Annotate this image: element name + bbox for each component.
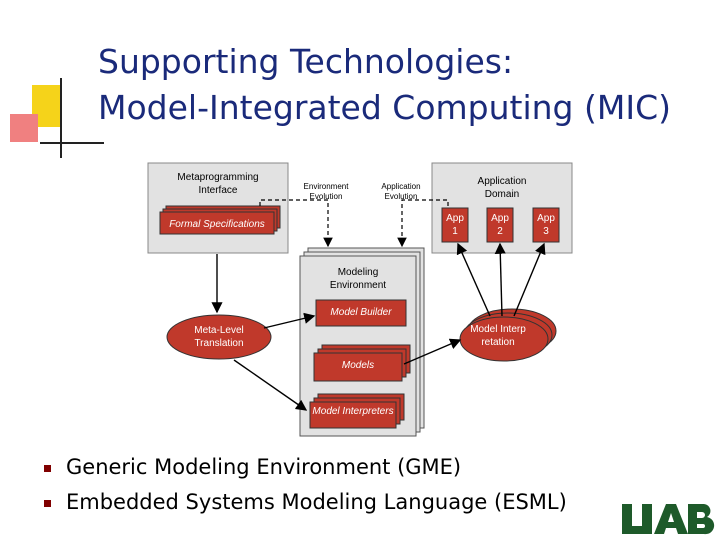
model-interpreters-label: Model Interpreters	[312, 406, 394, 417]
meta-level-translation-label: Meta-Level Translation	[194, 325, 244, 349]
environment-evolution-arrow	[259, 199, 333, 248]
application-evolution-label: Application Evolution	[381, 182, 421, 201]
bullet-marker	[44, 465, 51, 472]
model-interpreters-box	[309, 401, 397, 429]
app-3-box	[532, 207, 560, 243]
application-domain-label: Application Domain	[477, 176, 527, 200]
app-1-label: App 1	[446, 213, 464, 237]
uab-logo	[622, 504, 715, 535]
environment-evolution-label: Environment Evolution	[303, 182, 349, 201]
interpretation-to-app2-arrow	[494, 242, 506, 317]
page-title: Supporting Technologies:	[98, 42, 514, 81]
title-decoration	[0, 0, 120, 170]
page-subtitle: Model-Integrated Computing (MIC)	[98, 88, 671, 127]
app-2-label: App 2	[491, 213, 509, 237]
bullet-gme: Generic Modeling Environment (GME)	[66, 455, 462, 479]
translation-to-builder-arrow	[263, 312, 316, 329]
model-builder-label: Model Builder	[330, 307, 392, 318]
interpretation-to-app1-arrow	[456, 242, 491, 317]
models-to-interpretation-arrow	[403, 338, 462, 365]
application-evolution-arrow	[397, 199, 449, 248]
model-interpretation-label: Model Interpretation	[470, 324, 526, 348]
formal-specifications-box	[159, 211, 275, 235]
app-3-label: App 3	[537, 213, 555, 237]
bullet-marker	[44, 500, 51, 507]
models-box	[313, 352, 403, 382]
modeling-environment-label: Modeling Environment	[329, 267, 387, 291]
formal-specifications-label: Formal Specifications	[169, 219, 265, 230]
app-2-box	[486, 207, 514, 243]
translation-to-interpreters-arrow	[233, 359, 308, 411]
model-builder-box	[315, 299, 407, 327]
meta-level-translation-ellipse	[166, 314, 272, 360]
bullet-esml: Embedded Systems Modeling Language (ESML…	[66, 490, 567, 514]
app-1-box	[441, 207, 469, 243]
interpretation-to-app3-arrow	[513, 242, 546, 317]
metaprogramming-interface-label: Metaprogramming Interface	[177, 172, 259, 196]
models-label: Models	[341, 360, 375, 371]
